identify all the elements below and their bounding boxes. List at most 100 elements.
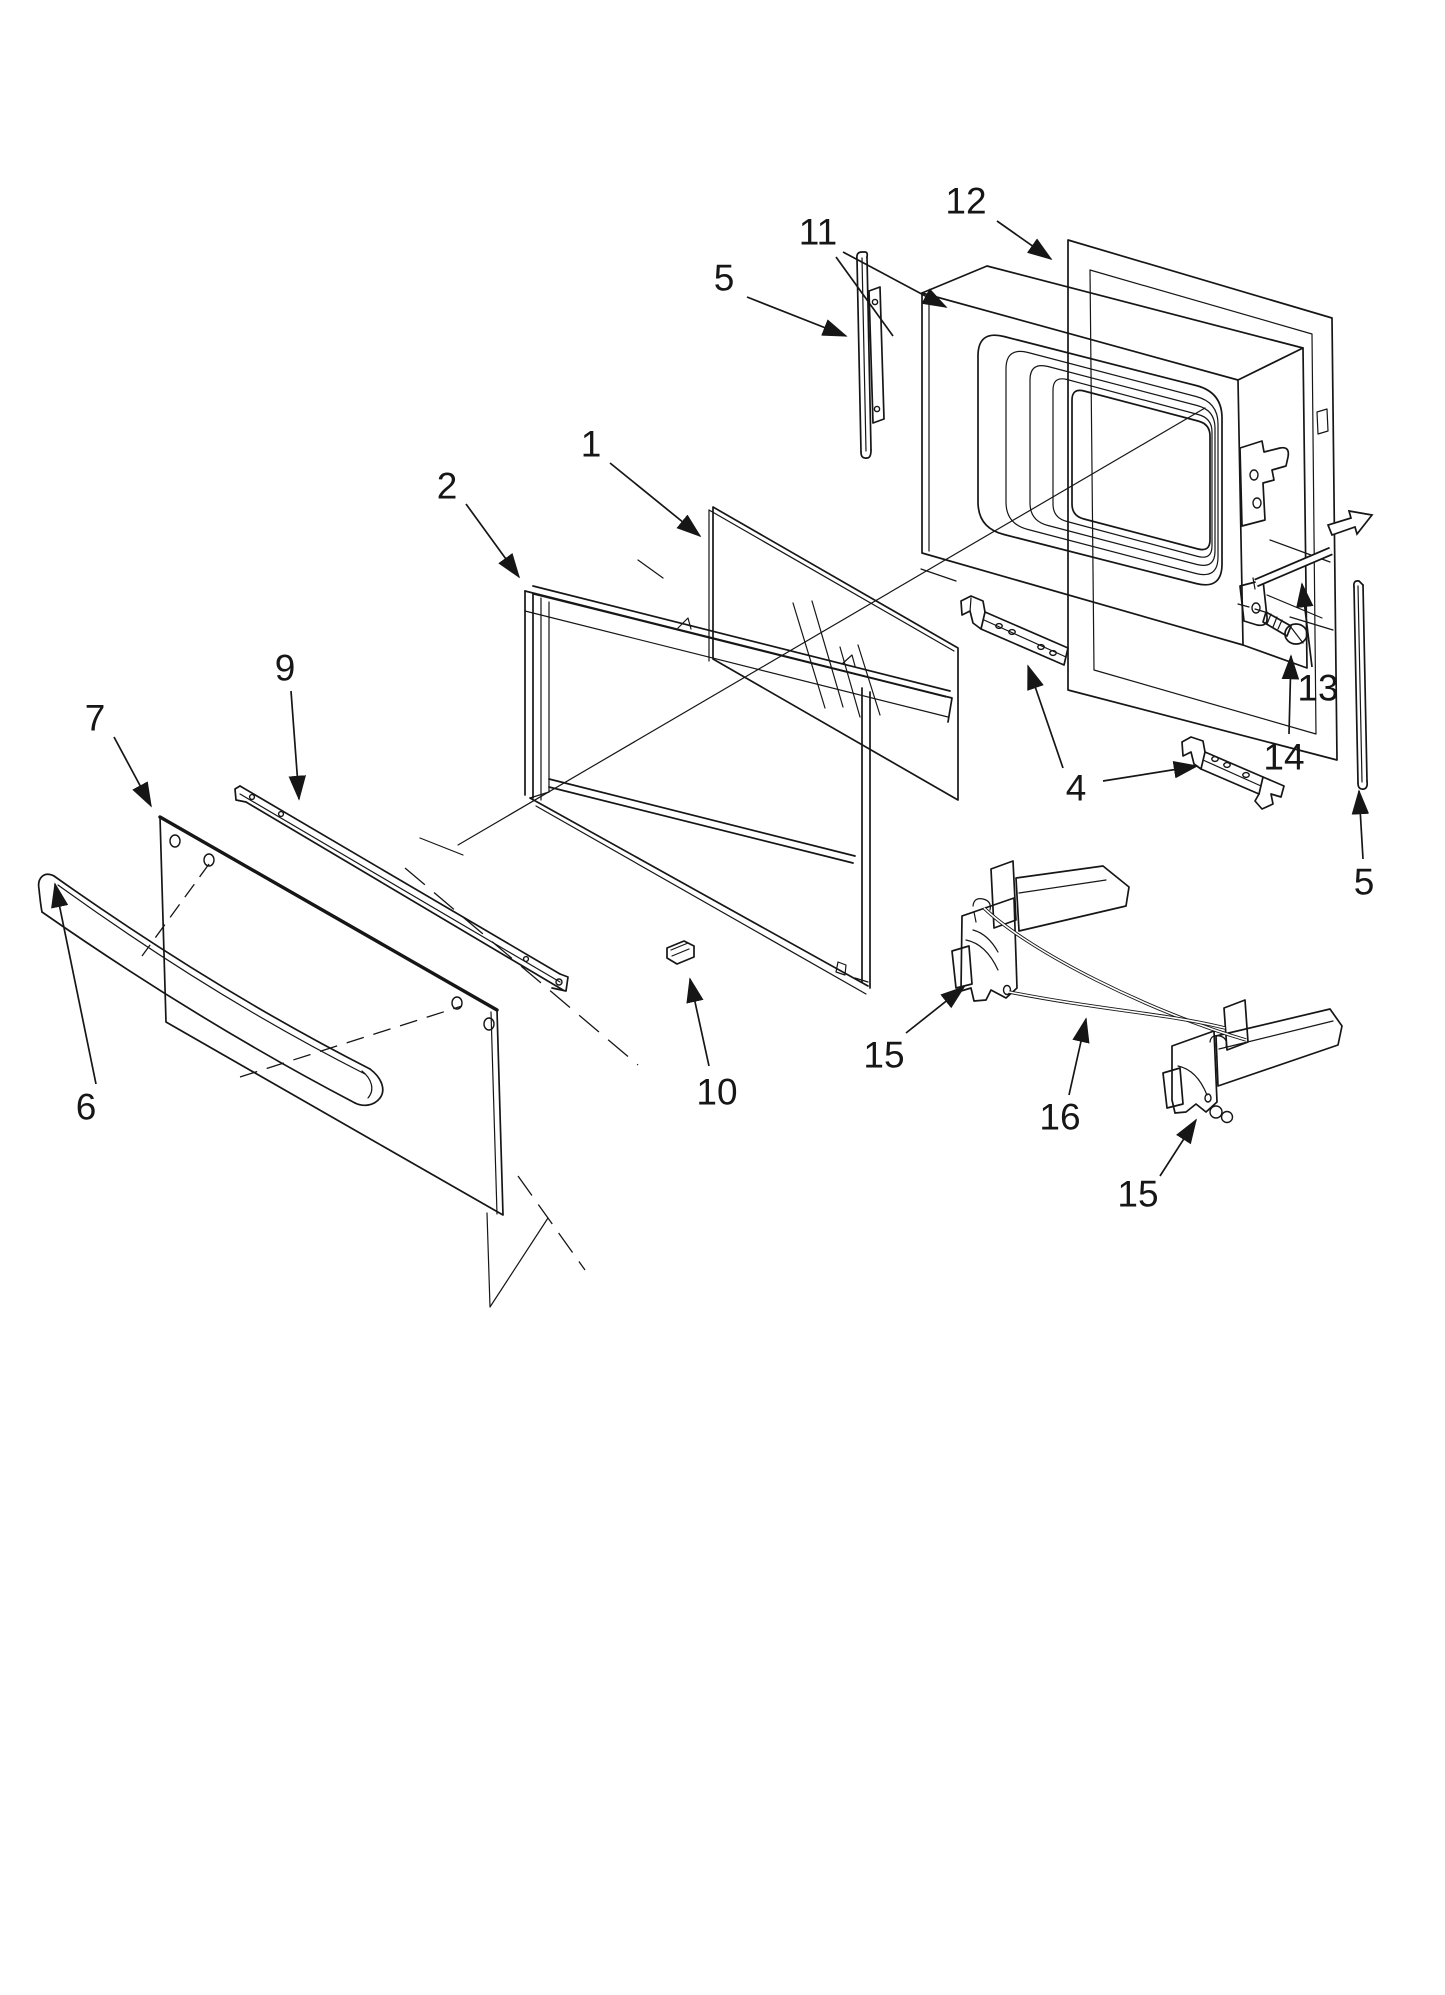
bracket4a-hole [1037,643,1045,651]
hinge-r-arm [1215,1008,1343,1087]
door-hinge-hook-bracket [1239,440,1290,527]
side-trim-part5-right [1289,580,1369,790]
trim5l-mid [861,257,867,452]
callout-arrow-13 [1296,582,1314,668]
callout-arrow-4 [1102,761,1199,782]
bracket4b-hook-end [1254,776,1285,810]
panel7-hole [203,853,215,867]
frame-screw-tabs [677,617,856,667]
cable-a [982,906,1247,1042]
frame-left-rail [524,590,534,799]
hinge-r-hole [1204,1093,1212,1103]
centerline-handle-left [141,863,210,957]
hinge-l-foot [951,945,973,989]
panel12-outline [1067,239,1338,761]
trim5l-top-cap [856,251,869,260]
window-bezel-4 [1052,378,1213,558]
callout-label-15: 15 [1117,1174,1158,1215]
bracket4a-hole [1008,628,1016,636]
callout-label-7: 7 [85,698,106,739]
door-front-face [921,292,1244,646]
callout-label-11: 11 [799,212,837,253]
callout-arrow-12 [996,220,1053,261]
hook-bracket-hole [1252,497,1262,509]
bracket4b-hole [1223,761,1231,769]
rod-inner [1254,548,1333,586]
centerline-handle-holes [239,1005,463,1078]
hinge-left-part15 [951,860,1130,1002]
trim5l-bottom-cap [860,449,872,459]
frame-right-edge [861,687,871,989]
door-rod-plate [1239,579,1268,627]
trim5r-bottom-cap [1357,780,1369,790]
hinge-l-arm [1015,865,1130,932]
trim5r-top-cap [1353,580,1364,588]
bracket4a-flange [960,595,986,630]
frame-skirt-under-edge [529,791,867,995]
centerline-clip [404,867,639,1066]
callout-label-4: 4 [1066,768,1087,809]
hinge-r-body [1171,1030,1218,1114]
frame-left-rail-inner [540,597,550,801]
frame-top-rail-inner [524,593,949,718]
clip-part10 [666,940,695,965]
rod-end-cap [1252,577,1256,590]
callout-arrow-6 [51,882,97,1085]
frame-skirt-bottom [529,797,869,987]
hinge-r-foot [1162,1067,1184,1109]
callout-label-5: 5 [714,258,735,299]
trim9-dot [522,955,530,963]
panel12-inner-border [1089,269,1317,735]
door-handle-part6 [37,873,384,1107]
window-bezel-3 [1029,365,1216,566]
callout-arrow-15 [905,985,966,1034]
screw-slot [1289,625,1304,644]
fold-triangle [486,1212,549,1308]
door-right-face [1242,347,1308,669]
trim9-right-flange [551,973,569,992]
glass-panel-part1 [708,506,959,801]
bracket4a-hole [995,622,1003,630]
callout-label-5: 5 [1354,862,1375,903]
handle-upper-edge [53,875,371,1070]
frame-top-rail [524,585,953,723]
gasket-strip-part11 [868,286,885,424]
glass-reflection-marks [792,600,881,718]
trim9-inner-line [239,793,561,983]
gasket11-screw [871,298,879,306]
centerline-triangle [517,1175,586,1271]
hinge-r-coil [1220,1110,1234,1124]
callout-arrow-11 [835,256,894,337]
hinge-r-coil [1209,1105,1223,1119]
bracket4a-body [980,611,1069,666]
hinge-l-strap [990,860,1017,929]
callout-label-9: 9 [275,648,296,689]
callout-label-1: 1 [581,424,602,465]
trim9-hole [555,978,563,986]
callout-arrow-7 [113,736,152,808]
callout-arrow-16 [1068,1017,1090,1096]
callout-arrow-1 [609,462,702,538]
callout-label-6: 6 [76,1087,97,1128]
glass-outline [712,506,959,801]
callout-arrow-14 [1281,654,1300,735]
window-opening [1071,389,1211,551]
clip-ribs [670,942,690,957]
callout-label-12: 12 [945,181,986,222]
callout-label-15: 15 [863,1035,904,1076]
frame-corner-notch [835,961,869,983]
panel12-slot [1316,408,1329,435]
side-trim-part5-left [856,251,872,459]
hinge-right-part15 [1162,999,1343,1124]
hinge-l-cam [961,911,999,971]
trim5r-edges [1353,584,1368,784]
direction-arrow [1326,509,1374,537]
bracket4a-flange-line [969,597,972,613]
rod-plate-hole [1251,602,1261,614]
window-bezel-1 [977,334,1223,586]
outer-door-panel-part7 [158,815,504,1216]
callout-label-16: 16 [1039,1097,1080,1138]
top-trim-part9 [234,785,569,992]
